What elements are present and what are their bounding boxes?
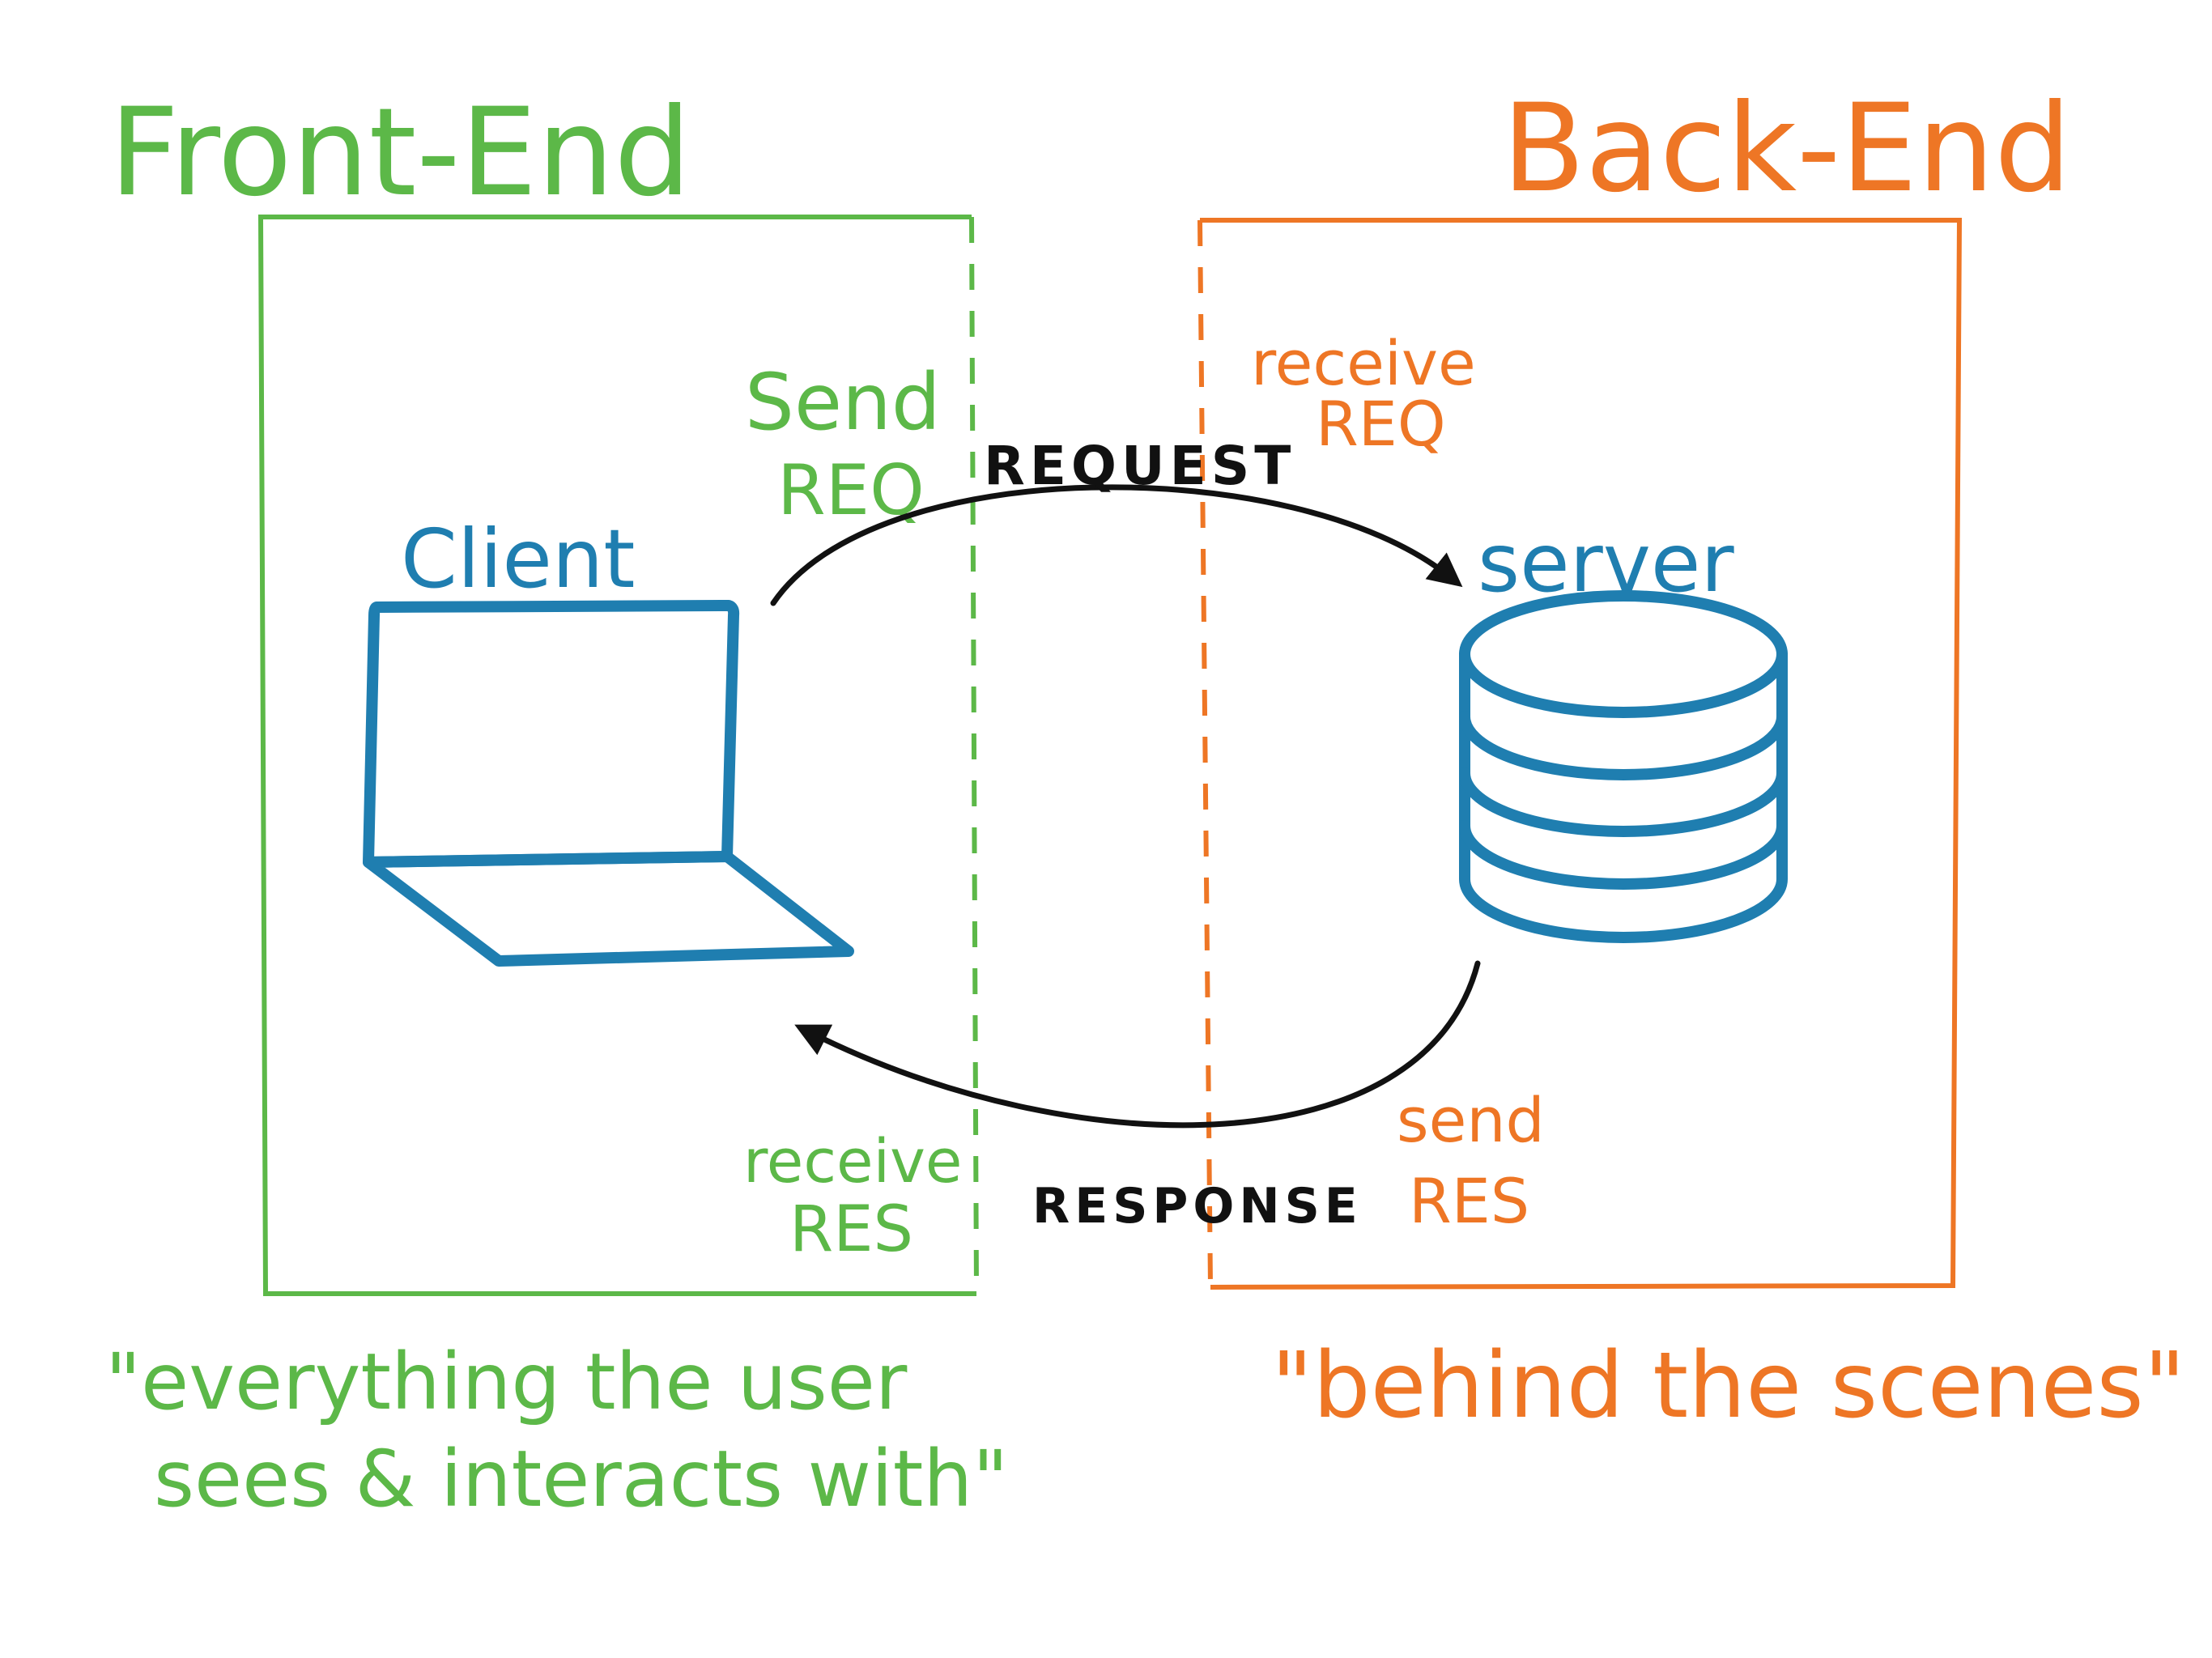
- database-icon: [1459, 590, 1788, 943]
- backend-send-res-line2: RES: [1409, 1165, 1529, 1237]
- backend-title: Back-End: [1502, 79, 2071, 219]
- backend-section: Back-End receive REQ send RES "behind th…: [1197, 79, 2185, 1439]
- backend-send-res-line1: send: [1397, 1084, 1545, 1156]
- backend-dashed-boundary: [1197, 219, 1213, 1288]
- frontend-section: Front-End Send REQ receive RES "everythi…: [105, 83, 1008, 1524]
- frontend-box: [257, 215, 976, 1296]
- laptop-screen: [363, 600, 740, 868]
- laptop-base: [363, 851, 854, 967]
- response-flow: RESPONSE: [794, 960, 1481, 1235]
- database-body: [1459, 648, 1788, 943]
- database-top: [1459, 590, 1788, 718]
- response-label: RESPONSE: [1032, 1178, 1363, 1235]
- client-group: Client: [363, 512, 854, 967]
- frontend-title: Front-End: [109, 83, 691, 223]
- request-flow: REQUEST: [770, 435, 1463, 606]
- laptop-icon: [363, 600, 854, 967]
- response-arrow: [794, 960, 1481, 1129]
- frontend-dashed-boundary: [969, 216, 979, 1295]
- backend-description: "behind the scenes": [1271, 1333, 2185, 1439]
- client-label: Client: [401, 512, 636, 606]
- backend-receive-req-line1: receive: [1251, 327, 1476, 399]
- request-arrow: [770, 484, 1463, 606]
- backend-receive-req-line2: REQ: [1316, 388, 1446, 460]
- database-ring-2: [1459, 767, 1788, 837]
- server-group: server: [1459, 516, 1788, 943]
- frontend-send-req-line1: Send: [745, 357, 941, 448]
- backend-box: [1200, 218, 1963, 1290]
- frontend-description-line2: sees & interacts with": [154, 1434, 1008, 1524]
- database-ring-1: [1459, 711, 1788, 780]
- database-ring-3: [1459, 820, 1788, 890]
- request-label: REQUEST: [984, 435, 1295, 497]
- frontend-receive-res-line2: RES: [789, 1193, 913, 1266]
- frontend-receive-res-line1: receive: [743, 1127, 962, 1197]
- frontend-description-line1: "everything the user: [105, 1337, 908, 1427]
